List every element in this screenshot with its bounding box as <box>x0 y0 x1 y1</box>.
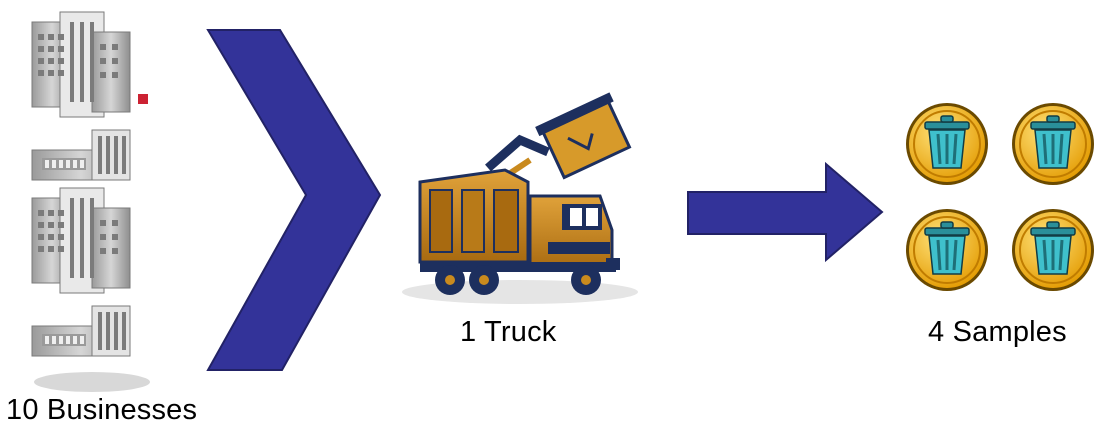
trash-can-icon <box>906 103 988 185</box>
trash-can-icon <box>906 209 988 291</box>
garbage-truck-icon <box>402 92 638 304</box>
office-buildings-icon <box>32 12 150 392</box>
trash-can-icon <box>1012 209 1094 291</box>
trash-can-icon <box>1012 103 1094 185</box>
truck-label: 1 Truck <box>460 316 557 349</box>
businesses-label: 10 Businesses <box>6 394 197 427</box>
samples-label: 4 Samples <box>928 316 1067 349</box>
chevron-arrow-icon <box>208 30 380 370</box>
trash-can-samples-group <box>906 103 1094 291</box>
right-arrow-icon <box>688 164 882 260</box>
